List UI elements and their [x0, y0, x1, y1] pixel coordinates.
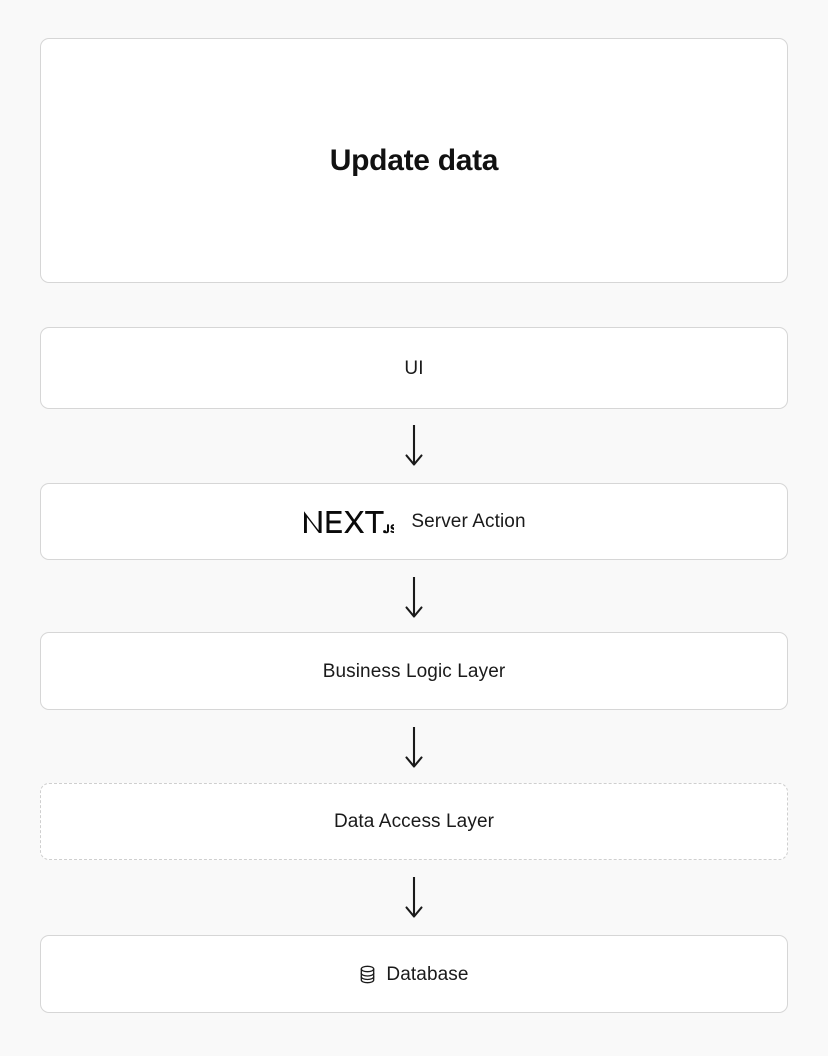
flow-node-database[interactable]: Database [40, 935, 788, 1013]
page-title: Update data [329, 143, 499, 177]
arrow-down-icon-ui-to-server [0, 424, 828, 468]
flow-node-ui[interactable]: UI [40, 327, 788, 409]
flow-node-data-access-layer-label: Data Access Layer [333, 811, 495, 832]
arrow-down-icon-business-to-data [0, 726, 828, 770]
arrow-down-icon-server-to-business [0, 576, 828, 620]
flow-node-server-action[interactable]: Server Action [40, 483, 788, 560]
nextjs-logo-icon [302, 509, 395, 535]
database-icon [359, 965, 376, 984]
flow-node-database-label: Database [386, 963, 469, 985]
flow-node-business-logic-layer[interactable]: Business Logic Layer [40, 632, 788, 710]
flow-node-server-action-label: Server Action [411, 511, 526, 532]
flow-node-data-access-layer[interactable]: Data Access Layer [40, 783, 788, 860]
flow-node-ui-label: UI [404, 357, 424, 379]
database-row: Database [359, 965, 468, 984]
arrow-down-icon-data-to-database [0, 876, 828, 920]
server-action-row: Server Action [302, 509, 526, 535]
hero-card: Update data [40, 38, 788, 283]
flow-node-business-logic-layer-label: Business Logic Layer [322, 660, 506, 682]
